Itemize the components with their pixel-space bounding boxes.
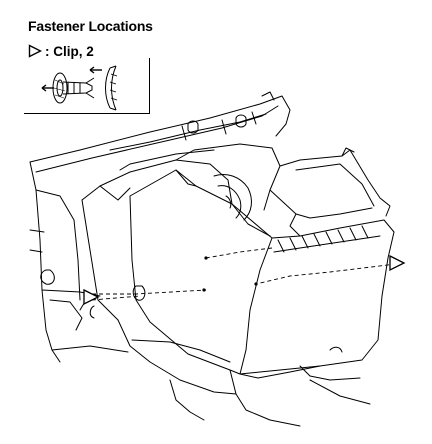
clip-locator-line-left xyxy=(92,289,207,295)
clip-hole-lower xyxy=(202,288,206,292)
inner-panel-outline xyxy=(81,159,271,237)
clip-callout-left xyxy=(83,288,100,306)
clip-detail-icon xyxy=(41,65,118,111)
clip-callout-right xyxy=(389,254,406,272)
lower-trim xyxy=(117,319,237,395)
legend-clip: : Clip, 2 xyxy=(28,42,94,60)
legend-clip-label: : Clip, 2 xyxy=(45,43,94,59)
triangle-callout-icon xyxy=(28,44,42,58)
clip-hole-upper xyxy=(204,256,208,260)
tray-flange xyxy=(279,149,391,217)
clip-hole-right xyxy=(254,282,258,286)
clip-detail-inset xyxy=(24,58,150,114)
cover-panel-outline xyxy=(129,169,395,375)
clip-locator-line-upper xyxy=(205,247,273,259)
clip-locator-line-left-lower xyxy=(91,295,141,301)
diagram-title: Fastener Locations xyxy=(28,18,153,34)
clip-locator-line-right xyxy=(255,263,397,285)
upper-frame-outline xyxy=(29,95,291,163)
